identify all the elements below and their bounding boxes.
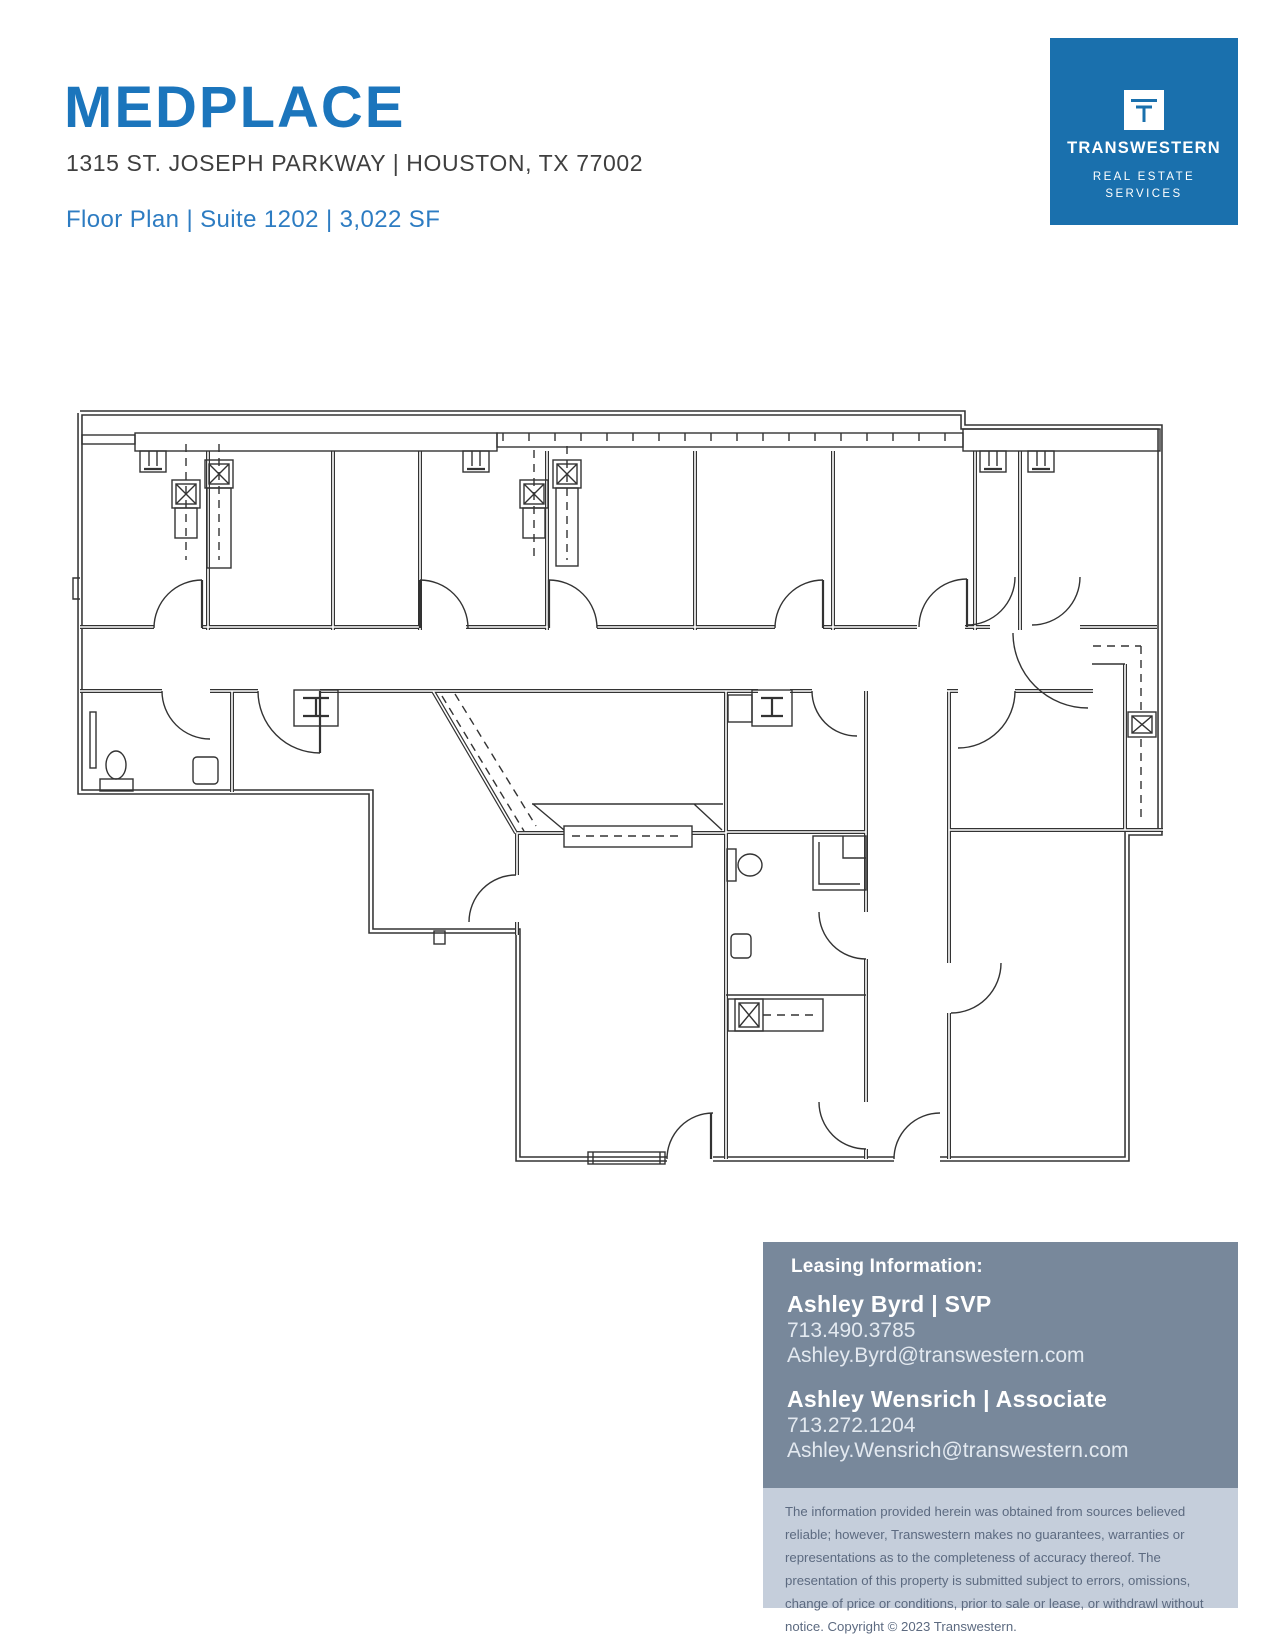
exterior-walls [77,410,1163,1162]
reception-counter [441,693,723,848]
transwestern-t-icon [1124,90,1164,130]
floor-plan-subtitle: Floor Plan | Suite 1202 | 3,022 SF [66,206,441,233]
door-swing-arcs [153,576,1089,1160]
shower-stall [812,835,867,891]
interior-walls [72,451,1163,1159]
leasing-info-panel: Leasing Information: Ashley Byrd | SVP 7… [763,1242,1238,1488]
ceiling-diffuser-x-boxes [171,444,1157,738]
transwestern-logo: TRANSWESTERN REAL ESTATE SERVICES [1050,38,1238,225]
leasing-contact: Ashley Byrd | SVP 713.490.3785 Ashley.By… [787,1291,1214,1368]
sink [192,756,219,785]
i-beam-columns [293,689,793,727]
property-title: MEDPLACE [64,75,406,140]
logo-tagline: REAL ESTATE SERVICES [1092,171,1196,200]
sink [730,933,752,959]
bottom-window [587,1151,666,1165]
wall-stub [433,930,446,945]
contact-name: Ashley Wensrich | Associate [787,1386,1108,1412]
leasing-contact: Ashley Wensrich | Associate 713.272.1204… [787,1386,1214,1463]
contact-phone: 713.490.3785 [787,1319,916,1342]
grab-bar [89,711,97,769]
contact-email: Ashley.Byrd@transwestern.com [787,1344,1085,1367]
closet-dashed-casework [1093,645,1142,817]
restroom-left-fixtures [89,711,219,792]
column-pilasters [139,450,1055,473]
window-band [81,428,1161,452]
toilet [737,853,763,877]
disclaimer-panel: The information provided herein was obta… [763,1488,1238,1634]
property-address: 1315 ST. JOSEPH PARKWAY | HOUSTON, TX 77… [66,150,644,176]
toilet [105,750,127,780]
logo-wordmark: TRANSWESTERN [1067,139,1221,157]
restroom-middle-fixtures [726,835,867,1032]
contact-name: Ashley Byrd | SVP [787,1291,992,1317]
kitchen-counter [727,998,824,1032]
leasing-heading: Leasing Information: [791,1256,983,1277]
contact-email: Ashley.Wensrich@transwestern.com [787,1439,1129,1462]
contact-phone: 713.272.1204 [787,1414,916,1437]
